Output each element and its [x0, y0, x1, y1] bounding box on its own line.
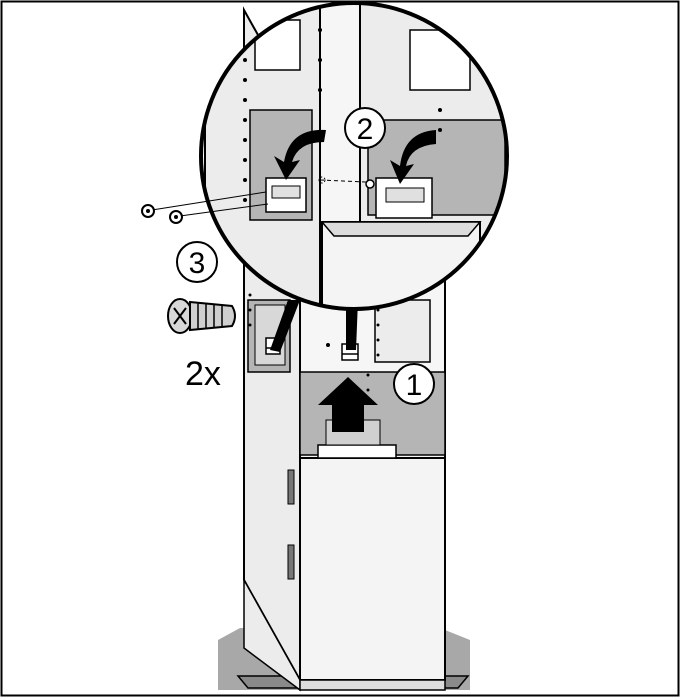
screw-icon — [141, 204, 183, 224]
side-handle-lower — [287, 544, 295, 580]
screw-line-1 — [151, 191, 267, 211]
step-2-label: 2 — [357, 113, 374, 146]
curved-arrow-icon-right — [390, 130, 436, 184]
side-handle-upper — [287, 469, 295, 505]
screw-line-2 — [179, 203, 269, 217]
cabinet-foot-front — [299, 679, 446, 691]
curved-arrow-icon — [274, 129, 326, 180]
appliance-top-rail — [317, 444, 397, 459]
upward-arrow-icon — [318, 377, 378, 432]
step-1-badge: 1 — [393, 363, 435, 405]
appliance-body — [299, 457, 446, 681]
screw-quantity-label: 2x — [185, 355, 221, 393]
step-1-label: 1 — [406, 369, 423, 402]
step-3-label: 3 — [189, 247, 206, 280]
pointer-right — [346, 300, 358, 350]
step-2-badge: 2 — [344, 107, 386, 149]
perforation-holes — [248, 293, 380, 392]
step-3-badge: 3 — [176, 241, 218, 283]
magnifier-circle — [199, 1, 509, 311]
side-opening — [374, 299, 431, 363]
pointer-left — [270, 300, 300, 352]
screw-detail-icon — [167, 298, 236, 334]
